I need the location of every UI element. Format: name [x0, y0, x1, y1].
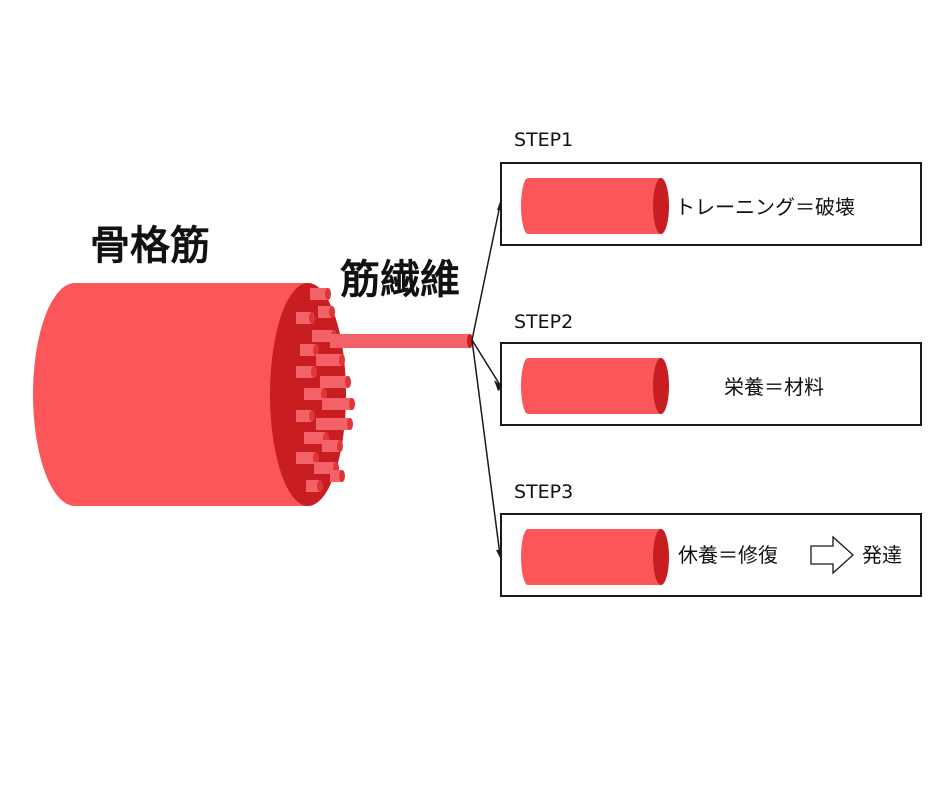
skeletal-muscle-label: 骨格筋 [90, 223, 210, 269]
connector-step2 [471, 339, 501, 386]
muscle-fiber-strand [304, 432, 326, 444]
muscle-fiber-strand [296, 410, 312, 422]
muscle-fiber-strand-end [313, 452, 319, 464]
step2-text: 栄養＝材料 [724, 375, 824, 399]
muscle-fiber-strand [296, 312, 312, 324]
muscle-fiber-label: 筋繊維 [340, 257, 460, 303]
step3-label: STEP3 [514, 481, 574, 503]
muscle-fiber-strand-end [337, 440, 343, 452]
right-arrow-icon [810, 535, 854, 575]
muscle-fiber-strand [322, 398, 352, 410]
muscle-fiber-strand-end [339, 470, 345, 482]
connector-lines [471, 204, 501, 556]
step1-fiber-icon [521, 178, 669, 234]
step3-text: 休養＝修復 [678, 543, 778, 567]
fiber-bundle [296, 288, 355, 492]
muscle-fiber-strand [296, 366, 314, 378]
muscle-fiber-strand-end [345, 376, 351, 388]
muscle-fiber-strand-end [347, 418, 353, 430]
muscle-fiber-strand-end [329, 306, 335, 318]
connector-step1 [471, 204, 501, 341]
muscle-fiber-strand-end [349, 398, 355, 410]
muscle-fiber-strand-end [339, 354, 345, 366]
step2-label: STEP2 [514, 311, 574, 333]
muscle-fiber-strand-end [325, 288, 331, 300]
muscle-fiber-strand [316, 418, 350, 430]
muscle-fiber-strand [322, 440, 340, 452]
skeletal-muscle-cylinder [33, 283, 355, 506]
muscle-fiber-strand-end [317, 480, 323, 492]
muscle-fiber-strand [320, 376, 348, 388]
step1-text: トレーニング＝破壊 [675, 195, 855, 219]
muscle-fiber-strand [310, 288, 328, 300]
extracted-fiber [330, 334, 473, 348]
step3-fiber-icon [521, 529, 669, 585]
muscle-fiber-strand-end [321, 388, 327, 400]
step2-box: 栄養＝材料 [500, 342, 922, 426]
muscle-fiber-strand-end [311, 366, 317, 378]
muscle-fiber-strand [306, 480, 320, 492]
extracted-fiber-body [330, 334, 470, 348]
muscle-fiber-strand-end [309, 410, 315, 422]
muscle-body [33, 283, 308, 506]
muscle-fiber-strand [296, 452, 316, 464]
muscle-fiber-strand [312, 330, 334, 342]
muscle-fiber-strand [304, 388, 324, 400]
muscle-fiber-strand [330, 470, 342, 482]
muscle-fiber-strand [318, 306, 332, 318]
muscle-fiber-strand [316, 354, 342, 366]
step3-box: 休養＝修復 発達 [500, 513, 922, 597]
muscle-fiber-strand-end [309, 312, 315, 324]
muscle-fiber-strand [300, 344, 316, 356]
step3-result-text: 発達 [862, 543, 902, 567]
extracted-fiber-end [467, 334, 473, 348]
muscle-fiber-strand-end [313, 344, 319, 356]
step1-box: トレーニング＝破壊 [500, 162, 922, 246]
step1-label: STEP1 [514, 129, 574, 151]
step2-fiber-icon [521, 358, 669, 414]
connector-step3 [471, 339, 501, 556]
